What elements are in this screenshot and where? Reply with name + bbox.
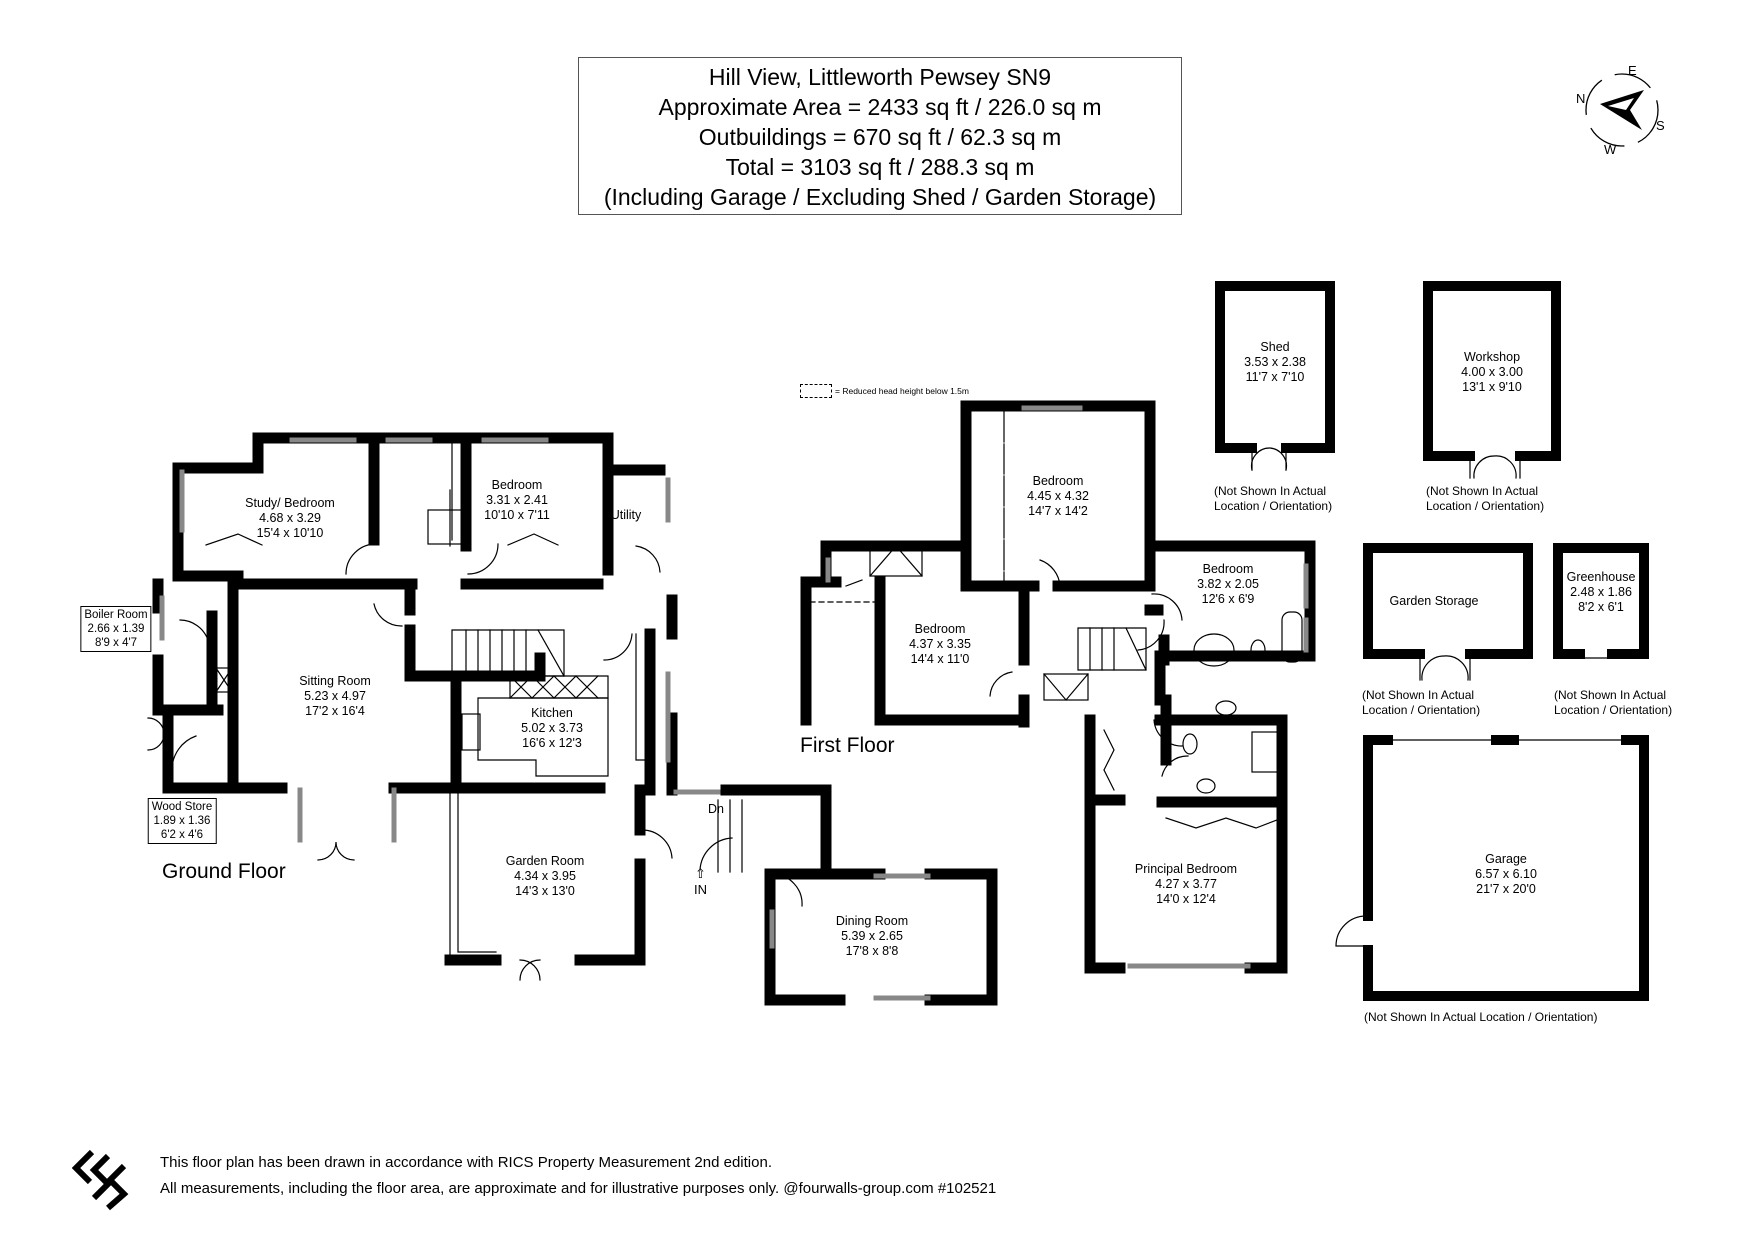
title-box: Hill View, Littleworth Pewsey SN9 Approx… <box>578 57 1182 215</box>
compass-s: S <box>1656 118 1665 133</box>
address: Hill View, Littleworth Pewsey SN9 <box>708 64 1052 90</box>
approx-area: Approximate Area = 2433 sq ft / 226.0 sq… <box>658 94 1102 120</box>
fourwalls-logo-icon <box>71 1148 132 1212</box>
area-note: (Including Garage / Excluding Shed / Gar… <box>603 184 1157 210</box>
ground-floor-label: Ground Floor <box>162 860 286 883</box>
footer-disclaimer: This floor plan has been drawn in accord… <box>160 1150 996 1202</box>
compass-e: E <box>1628 63 1637 78</box>
total-area: Total = 3103 sq ft / 288.3 sq m <box>725 154 1035 180</box>
garage-note: (Not Shown In Actual Location / Orientat… <box>1364 1010 1598 1024</box>
outbuildings-area: Outbuildings = 670 sq ft / 62.3 sq m <box>698 124 1062 150</box>
shed-note: (Not Shown In Actual Location / Orientat… <box>1214 484 1333 513</box>
footer-line-1: This floor plan has been drawn in accord… <box>160 1154 772 1171</box>
greenhouse-note: (Not Shown In Actual Location / Orientat… <box>1554 688 1673 717</box>
outbuilding-garden-storage: Garden Storage <box>1389 594 1479 608</box>
room-utility: Utility <box>610 508 642 522</box>
head-height-legend: = Reduced head height below 1.5m <box>800 384 969 398</box>
compass-icon: E N S W <box>1572 60 1672 160</box>
compass-n: N <box>1576 91 1585 106</box>
dashed-box-icon <box>800 384 832 398</box>
first-floor-label: First Floor <box>800 734 895 757</box>
arrow-up-icon: ⇧ <box>695 866 706 881</box>
entrance-label: ⇧ IN <box>694 866 707 897</box>
garden-storage-note: (Not Shown In Actual Location / Orientat… <box>1362 688 1481 717</box>
stairs-down-label: Dn <box>708 802 724 816</box>
workshop-note: (Not Shown In Actual Location / Orientat… <box>1426 484 1545 513</box>
legend-text: = Reduced head height below 1.5m <box>835 386 969 396</box>
compass-w: W <box>1604 142 1617 157</box>
footer-line-2: All measurements, including the floor ar… <box>160 1180 997 1197</box>
